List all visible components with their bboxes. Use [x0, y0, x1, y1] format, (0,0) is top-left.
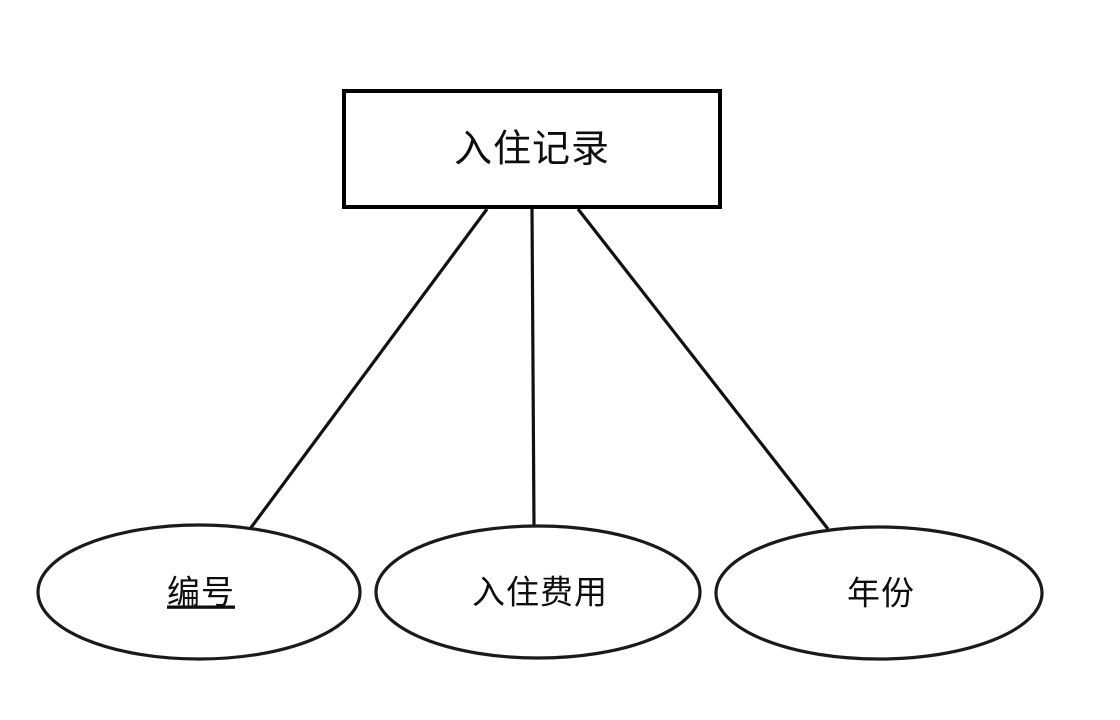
attribute-ellipse-ruzhufeiyong[interactable] [374, 524, 702, 660]
attribute-label-ruzhufeiyong: 入住费用 [472, 573, 608, 612]
entity-label-ruzhujilu: 入住记录 [454, 127, 610, 171]
attribute-label-bianhao: 编号 [167, 573, 235, 612]
attribute-ellipse-bianhao[interactable] [36, 523, 362, 661]
attribute-ellipse-nianfen[interactable] [714, 525, 1044, 661]
connector-line-entity-to-ruzhufeiyong [530, 208, 536, 528]
attribute-label-nianfen: 年份 [847, 574, 915, 613]
connector-line-entity-to-bianhao [248, 208, 489, 530]
connector-line-entity-to-nianfen [576, 208, 830, 530]
entity-box-ruzhujilu[interactable] [342, 89, 722, 209]
